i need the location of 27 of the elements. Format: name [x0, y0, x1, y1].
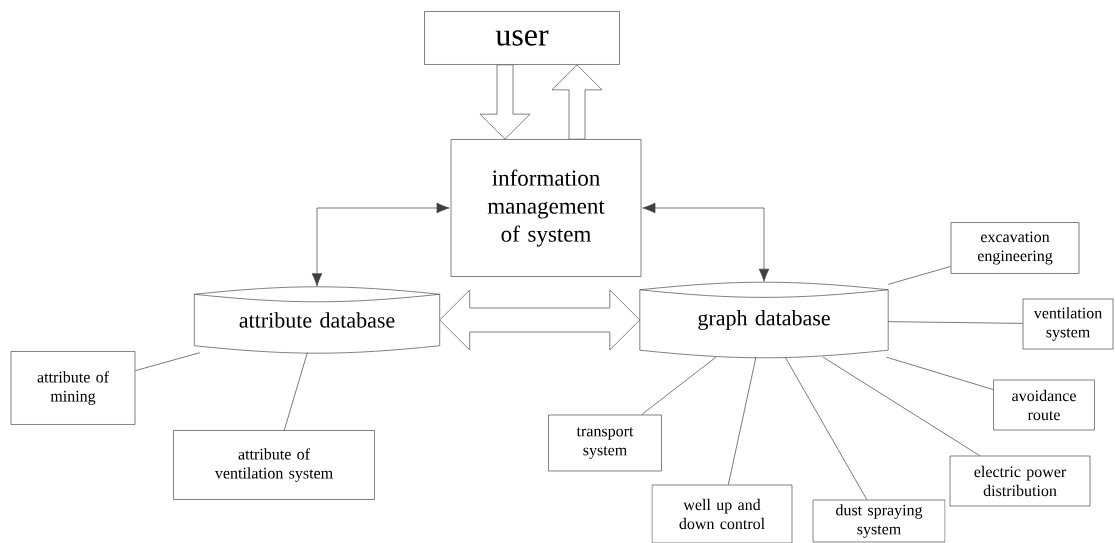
- connector-line: [822, 356, 981, 456]
- database-cylinder: graph database: [639, 281, 889, 359]
- connector-line: [135, 352, 201, 371]
- connector-line: [283, 352, 308, 431]
- elbow-arrow: [642, 202, 770, 282]
- text-box: avoidance route: [993, 379, 1095, 431]
- connector-line: [887, 266, 951, 285]
- connector-line: [887, 321, 1023, 324]
- text-box: dust spraying system: [812, 499, 946, 543]
- text-box: electric power distribution: [949, 455, 1091, 507]
- text-box: excavation engineering: [950, 222, 1080, 274]
- connector-line: [728, 356, 757, 485]
- hollow-arrow: [551, 64, 603, 140]
- text-box: user: [424, 11, 620, 65]
- hollow-arrow: [439, 289, 641, 351]
- text-box: well up and down control: [651, 484, 793, 543]
- text-box: transport system: [548, 414, 662, 472]
- text-box: information management of system: [450, 139, 642, 277]
- text-box: attribute of ventilation system: [173, 430, 375, 500]
- connector-line: [784, 356, 868, 500]
- database-cylinder: attribute database: [193, 286, 441, 354]
- text-box: ventilation system: [1022, 298, 1114, 350]
- connector-line: [886, 356, 994, 390]
- connector-line: [641, 356, 717, 415]
- hollow-arrow: [479, 64, 531, 140]
- elbow-arrow: [311, 202, 450, 287]
- text-box: attribute of mining: [10, 351, 136, 425]
